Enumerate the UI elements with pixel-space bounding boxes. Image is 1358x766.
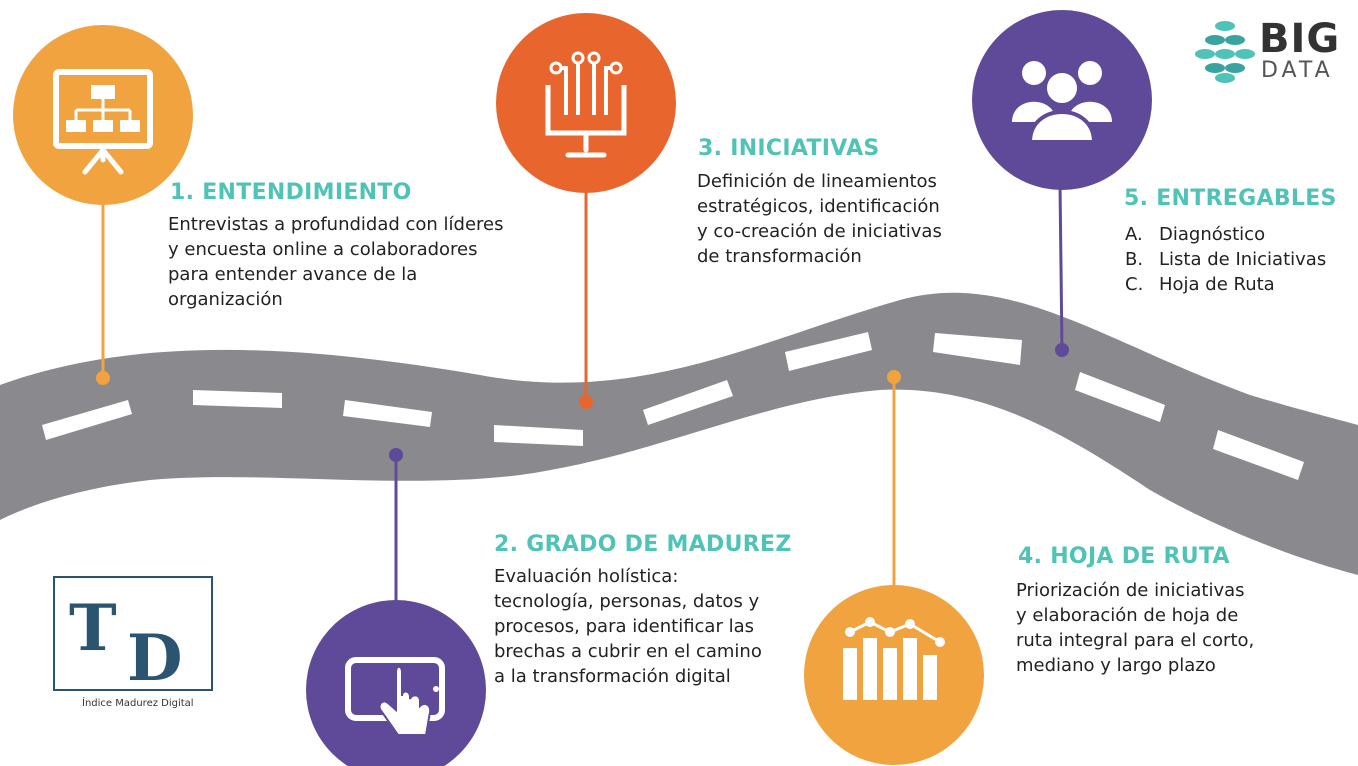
step-5-title: 5. ENTREGABLES: [1124, 186, 1337, 211]
step-2-title: 2. GRADO DE MADUREZ: [494, 532, 792, 557]
org-chart-presentation-icon: [13, 25, 193, 205]
td-logo-mark: T D: [69, 591, 183, 696]
step-5-list: A.Diagnóstico B.Lista de Iniciativas C.H…: [1125, 222, 1326, 297]
pin-dot-1: [96, 371, 110, 385]
list-item: A.Diagnóstico: [1125, 224, 1266, 245]
pin-dot-5: [1055, 343, 1069, 357]
list-item: C.Hoja de Ruta: [1125, 274, 1275, 295]
bar-chart-icon: [804, 585, 984, 765]
pin-dot-4: [887, 370, 901, 384]
road-dashes: [42, 332, 1304, 480]
step-2-description: Evaluación holística: tecnología, person…: [494, 566, 762, 687]
database-stack-icon: [1195, 21, 1255, 83]
step-3-description: Definición de lineamientos estratégicos,…: [697, 171, 942, 267]
pin-line-5: [1058, 184, 1064, 351]
step-1-description: Entrevistas a profundidad con líderes y …: [168, 214, 504, 310]
svg-text:D: D: [127, 621, 183, 689]
logo-word-big: BIG: [1259, 16, 1341, 62]
logo-word-data: DATA: [1261, 58, 1334, 83]
td-caption: Índice Madurez Digital: [82, 698, 194, 709]
computer-circuit-icon: [496, 13, 676, 193]
pin-dot-2: [389, 448, 403, 462]
pin-dot-3: [579, 395, 593, 409]
step-3-title: 3. INICIATIVAS: [698, 136, 880, 161]
step-4-description: Priorización de iniciativas y elaboració…: [1016, 580, 1255, 676]
list-item: B.Lista de Iniciativas: [1125, 249, 1327, 270]
step-4-title: 4. HOJA DE RUTA: [1018, 544, 1230, 569]
step-1-title: 1. ENTENDIMIENTO: [170, 180, 412, 205]
big-data-logo: BIG DATA: [1195, 16, 1345, 84]
tablet-touch-icon: [306, 600, 486, 766]
svg-text:T: T: [69, 591, 117, 666]
td-logo: T D: [53, 576, 213, 696]
people-group-icon: [972, 10, 1152, 190]
